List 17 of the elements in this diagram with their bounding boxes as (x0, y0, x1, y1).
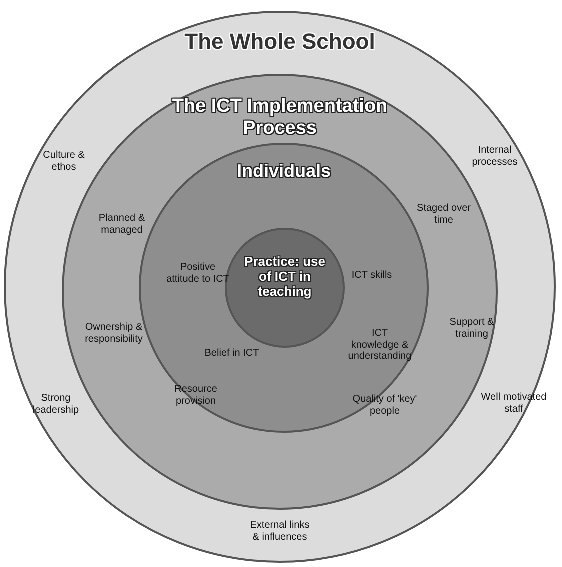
ring-factor-label: Belief in ICT (204, 348, 260, 360)
ring-factor-label: Resource provision (174, 384, 218, 407)
ring-factor-label: Internal processes (471, 145, 519, 168)
ring-factor-label: Ownership & responsibility (84, 322, 144, 345)
ring-factor-label: Support & training (448, 317, 496, 340)
ring-factor-label: Quality of 'key' people (352, 394, 418, 417)
ring-factor-label: ICT knowledge & understanding (347, 328, 413, 362)
ring-factor-label: Culture & ethos (42, 150, 86, 173)
ring-title: The ICT Implementation Process (171, 96, 389, 140)
ring-factor-label: ICT skills (350, 270, 394, 282)
ring-factor-label: External links & influences (249, 520, 311, 543)
ring-factor-label: Staged over time (416, 203, 472, 226)
ring-factor-label: Positive attitude to ICT (166, 262, 230, 285)
ring-title: The Whole School (184, 29, 376, 55)
ring-factor-label: Planned & managed (98, 213, 146, 236)
ring-title: Individuals (236, 161, 332, 182)
centre-text: Practice: use of ICT in teaching (244, 254, 326, 299)
